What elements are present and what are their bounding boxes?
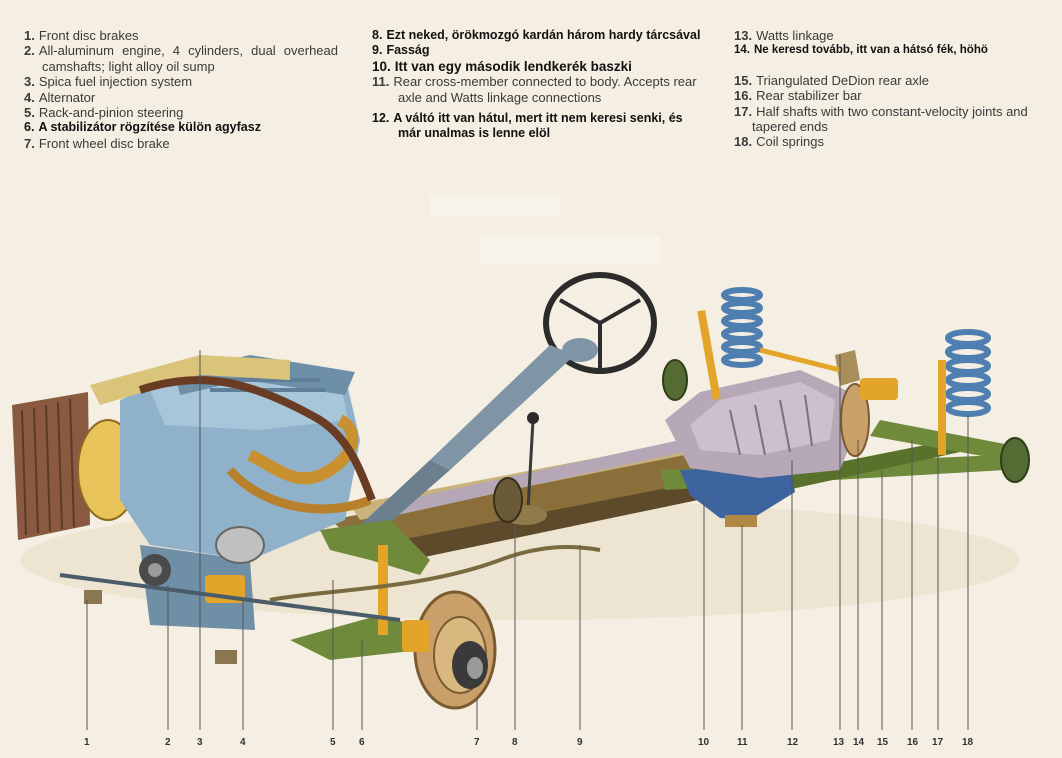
- drive-shaft: [380, 440, 684, 518]
- legend-item-8: 8.Ezt neked, örökmozgó kardán három hard…: [372, 28, 701, 42]
- callout-3: 3: [197, 737, 203, 748]
- legend-item-18: 18.Coil springs: [734, 134, 824, 150]
- watts-linkage-arm: [759, 347, 841, 373]
- steering-wheel-spoke: [599, 298, 641, 325]
- callout-9: 9: [577, 737, 583, 748]
- callout-6: 6: [359, 737, 365, 748]
- cam-cover-ribs: [200, 378, 325, 392]
- second-flywheel: [493, 477, 523, 523]
- callout-13: 13: [833, 737, 845, 748]
- rack-boot: [84, 590, 102, 604]
- front-brake-caliper: [402, 620, 430, 652]
- rear-brake-caliper: [860, 378, 898, 400]
- rear-cross-member: [680, 465, 795, 520]
- radiator-fins: [21, 398, 75, 536]
- steering-wheel: [543, 272, 657, 374]
- callout-16: 16: [907, 737, 919, 748]
- legend-item-2: 2.All-aluminum engine, 4 cylinders, dual…: [24, 43, 338, 74]
- steering-rack: [59, 573, 401, 622]
- legend-item-10: 10.Itt van egy második lendkerék baszki: [372, 58, 632, 74]
- steering-wheel-spoke: [559, 298, 601, 325]
- rear-right-coil-spring: [945, 329, 991, 417]
- legend-item-11: 11.Rear cross-member connected to body. …: [372, 74, 697, 105]
- legend-column-2: 8.Ezt neked, örökmozgó kardán három hard…: [372, 28, 702, 142]
- watts-linkage: [835, 350, 860, 386]
- rear-left-hub: [662, 359, 688, 401]
- legend-item-13: 13.Watts linkage: [734, 28, 834, 43]
- steering-column-lower: [355, 460, 450, 540]
- callout-7: 7: [474, 737, 480, 748]
- front-lower-arm: [290, 615, 430, 660]
- gearbox-ribs: [729, 394, 813, 456]
- rear-left-damper: [697, 309, 721, 401]
- rear-brake-disc: [840, 383, 870, 457]
- gear-lever-knob: [527, 412, 539, 424]
- crank-pulley-hub: [148, 563, 162, 577]
- callout-1: 1: [84, 737, 90, 748]
- legend-item-1: 1.Front disc brakes: [24, 28, 139, 43]
- gear-lever: [526, 419, 535, 511]
- central-frame-rail: [330, 450, 760, 560]
- paper-smudge: [430, 195, 560, 217]
- tie-rod-end: [215, 650, 237, 664]
- callout-2: 2: [165, 737, 171, 748]
- callout-4: 4: [240, 737, 246, 748]
- callout-10: 10: [698, 737, 710, 748]
- front-stabilizer-bar: [269, 545, 601, 602]
- exhaust-pipe: [226, 466, 372, 514]
- callout-8: 8: [512, 737, 518, 748]
- legend-item-7: 7.Front wheel disc brake: [24, 135, 170, 151]
- fuel-injection-hose: [138, 376, 376, 502]
- legend-item-3: 3.Spica fuel injection system: [24, 74, 193, 90]
- legend-item-4: 4.Alternator: [24, 89, 96, 105]
- callout-numbers: 1 2 3 4 5 6 7 8 9 10 11 12 13 14 15 16 1…: [84, 737, 974, 748]
- gearbox-highlight: [690, 382, 835, 455]
- alternator: [215, 526, 265, 564]
- paper-smudge: [480, 235, 660, 263]
- rear-left-coil-spring: [721, 287, 763, 368]
- callout-17: 17: [932, 737, 944, 748]
- callout-14: 14: [853, 737, 865, 748]
- exhaust-manifold: [247, 414, 359, 485]
- frame-rail-lower: [400, 470, 770, 560]
- callout-12: 12: [787, 737, 799, 748]
- callout-18: 18: [962, 737, 974, 748]
- legend-item-16: 16.Rear stabilizer bar: [734, 88, 862, 104]
- rear-right-damper: [938, 360, 946, 455]
- callout-5: 5: [330, 737, 336, 748]
- legend-item-15: 15.Triangulated DeDion rear axle: [734, 72, 930, 88]
- rear-right-hub: [1000, 437, 1030, 483]
- front-wheel-hub-cap: [467, 657, 483, 679]
- legend-item-14: 14.Ne keresd tovább, itt van a hátsó fék…: [734, 44, 988, 57]
- legend-item-6: 6.A stabilizátor rögzítése külön agyfasz: [24, 120, 261, 135]
- legend-item-9: 9.Fasság: [372, 43, 430, 58]
- legend-item-12: 12.A váltó itt van hátul, mert itt nem k…: [372, 111, 683, 141]
- front-damper: [378, 545, 388, 635]
- cross-member-mount: [725, 515, 757, 527]
- front-upper-arm: [320, 520, 430, 575]
- legend-column-1: 1.Front disc brakes 2.All-aluminum engin…: [24, 28, 338, 151]
- legend-item-5: 5.Rack-and-pinion steering: [24, 105, 184, 121]
- legend-item-17: 17.Half shafts with two constant-velocit…: [734, 103, 1028, 135]
- air-plenum: [90, 355, 290, 405]
- callout-leaders: [86, 350, 969, 730]
- steering-column: [430, 345, 575, 470]
- rear-stabilizer-bar: [750, 440, 960, 496]
- legend-column-3: 13.Watts linkage 14.Ne keresd tovább, it…: [734, 28, 1056, 150]
- callout-15: 15: [877, 737, 889, 748]
- callout-11: 11: [737, 737, 748, 748]
